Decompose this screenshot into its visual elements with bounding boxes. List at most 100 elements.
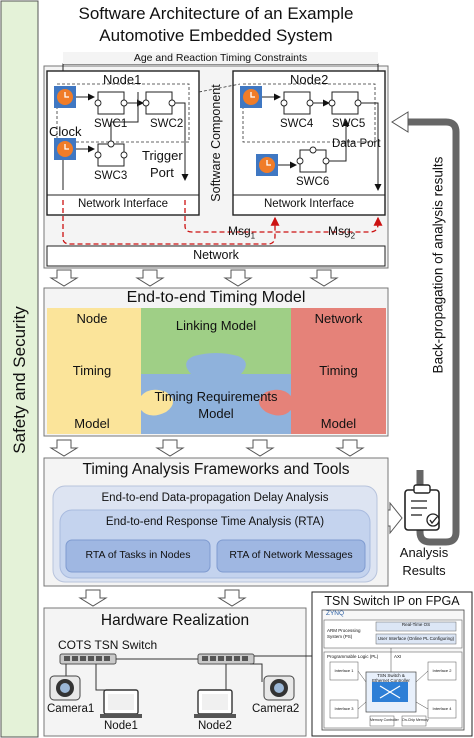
fpga-switch-line2: Ethernet Controller — [372, 678, 410, 683]
rta-network-label: RTA of Network Messages — [229, 549, 353, 561]
analysis-title: Timing Analysis Frameworks and Tools — [82, 461, 350, 478]
flow-arrow-icon — [245, 439, 275, 457]
network-label: Network — [193, 248, 239, 262]
tsn-switch-icon — [59, 653, 117, 665]
node2-title: Node2 — [290, 72, 329, 87]
swc2-label: SWC2 — [150, 118, 184, 130]
swc5-block — [331, 91, 359, 115]
safety-sidebar — [0, 0, 39, 738]
safety-sidebar-label: Safety and Security — [10, 306, 29, 454]
msg2-sub: 2 — [350, 231, 356, 241]
network-timing-label: Timing — [319, 363, 358, 378]
msg1-sub: 1 — [250, 231, 256, 241]
flow-arrow-icon — [155, 439, 185, 457]
fpga-arm-line2: System (PS) — [327, 634, 353, 639]
msg1-base: Msg — [228, 224, 251, 238]
clock-icon — [54, 86, 76, 108]
cots-switch-label: COTS TSN Switch — [58, 638, 158, 652]
backprop-label: Back-propagation of analysis results — [430, 154, 446, 376]
flow-arrow-icon — [335, 439, 365, 457]
flow-arrow-icon — [135, 269, 165, 287]
software-component-label: Software Component — [209, 84, 223, 202]
trigger-port-label-line2: Port — [150, 165, 174, 180]
network-model-bottom-label: Model — [320, 416, 357, 431]
msg2-base: Msg — [328, 224, 351, 238]
fpga-interface-label: Interface 3 — [334, 706, 354, 711]
timing-model-title: End-to-end Timing Model — [126, 289, 306, 306]
fpga-pl-label: Programmable Logic (PL) — [327, 654, 379, 659]
flow-arrow-icon — [78, 589, 108, 607]
node1-title: Node1 — [103, 72, 142, 87]
rta-nodes-box — [65, 539, 211, 573]
tsn-switch-icon — [197, 653, 255, 665]
msg2-label: Msg2 — [328, 224, 355, 240]
node-timing-piece — [47, 308, 141, 434]
clipboard-icon — [404, 484, 440, 531]
camera1-label: Camera1 — [47, 703, 95, 715]
fpga-title: TSN Switch IP on FPGA — [324, 594, 460, 608]
fpga-onchip-memory-label: On-Chip Memory — [402, 718, 429, 722]
clock-label: Clock — [49, 124, 82, 139]
rta-network-box — [216, 539, 366, 573]
fpga-rtos-label: Real-Time OS — [401, 622, 431, 627]
rta-label: End-to-end Response Time Analysis (RTA) — [105, 516, 325, 528]
camera-icon — [263, 675, 295, 701]
node1-network-interface: Network Interface — [77, 198, 169, 210]
clock-icon — [256, 154, 278, 176]
analysis-results-line1: Analysis — [399, 545, 449, 560]
msg-path — [184, 200, 383, 233]
swc4-block — [283, 91, 311, 115]
fpga-switch-line1: TSN Switch & — [377, 673, 405, 678]
computer-icon — [100, 689, 142, 718]
network-bar — [46, 245, 386, 267]
swc4-label: SWC4 — [280, 118, 314, 130]
requirements-line1: Timing Requirements — [154, 389, 278, 404]
arch-title-line1: Software Architecture of an Example — [78, 4, 354, 23]
swc3-label: SWC3 — [94, 170, 128, 182]
arch-title-line2: Automotive Embedded System — [99, 26, 333, 45]
hardware-title: Hardware Realization — [100, 612, 250, 629]
fpga-interface-label: Interface 4 — [432, 706, 452, 711]
constraints-label: Age and Reaction Timing Constraints — [63, 52, 378, 64]
clock-icon — [54, 138, 76, 160]
data-port-label: Data Port — [332, 138, 381, 150]
node-model-label: Model — [74, 416, 110, 431]
hw-node2-label: Node2 — [198, 720, 232, 732]
fpga-axi-label: AXI — [394, 654, 402, 659]
flow-arrow-icon — [217, 589, 247, 607]
requirements-line2: Model — [198, 406, 234, 421]
camera-icon — [49, 675, 81, 701]
node2-network-interface: Network Interface — [263, 198, 355, 210]
computer-icon — [194, 689, 236, 718]
fpga-interface-label: Interface 1 — [334, 668, 354, 673]
linking-model-label: Linking Model — [175, 318, 257, 333]
hw-node1-label: Node1 — [104, 720, 138, 732]
swc2-block — [145, 91, 173, 115]
fpga-memory-controller-label: Memory Controller — [370, 718, 399, 722]
node-timing-label: Timing — [72, 363, 112, 378]
swc5-label: SWC5 — [332, 118, 366, 130]
requirements-piece — [141, 353, 291, 434]
flow-arrow-icon — [223, 269, 253, 287]
msg1-label: Msg1 — [228, 224, 255, 240]
backprop-arrow — [408, 118, 460, 546]
fpga-zynq-label: ZYNQ — [326, 610, 345, 617]
node-label: Node — [76, 311, 108, 326]
flow-arrow-icon — [49, 439, 79, 457]
msg-path — [62, 200, 280, 245]
clock-icon — [240, 86, 262, 108]
delay-analysis-label: End-to-end Data-propagation Delay Analys… — [101, 492, 329, 504]
swc6-label: SWC6 — [296, 176, 330, 188]
flow-arrow-icon — [309, 269, 339, 287]
swc1-label: SWC1 — [94, 118, 128, 130]
rta-nodes-label: RTA of Tasks in Nodes — [85, 549, 191, 561]
network-model-label: Network — [314, 311, 363, 326]
fpga-interface-label: Interface 2 — [432, 668, 452, 673]
swc1-block — [97, 91, 125, 115]
camera2-label: Camera2 — [252, 703, 300, 715]
analysis-results-line2: Results — [402, 563, 446, 578]
trigger-port-label-line1: Trigger — [142, 148, 183, 163]
flow-arrow-icon — [49, 269, 79, 287]
fpga-user-interface-label: User Interface (Online PL Configuring) — [377, 636, 455, 641]
